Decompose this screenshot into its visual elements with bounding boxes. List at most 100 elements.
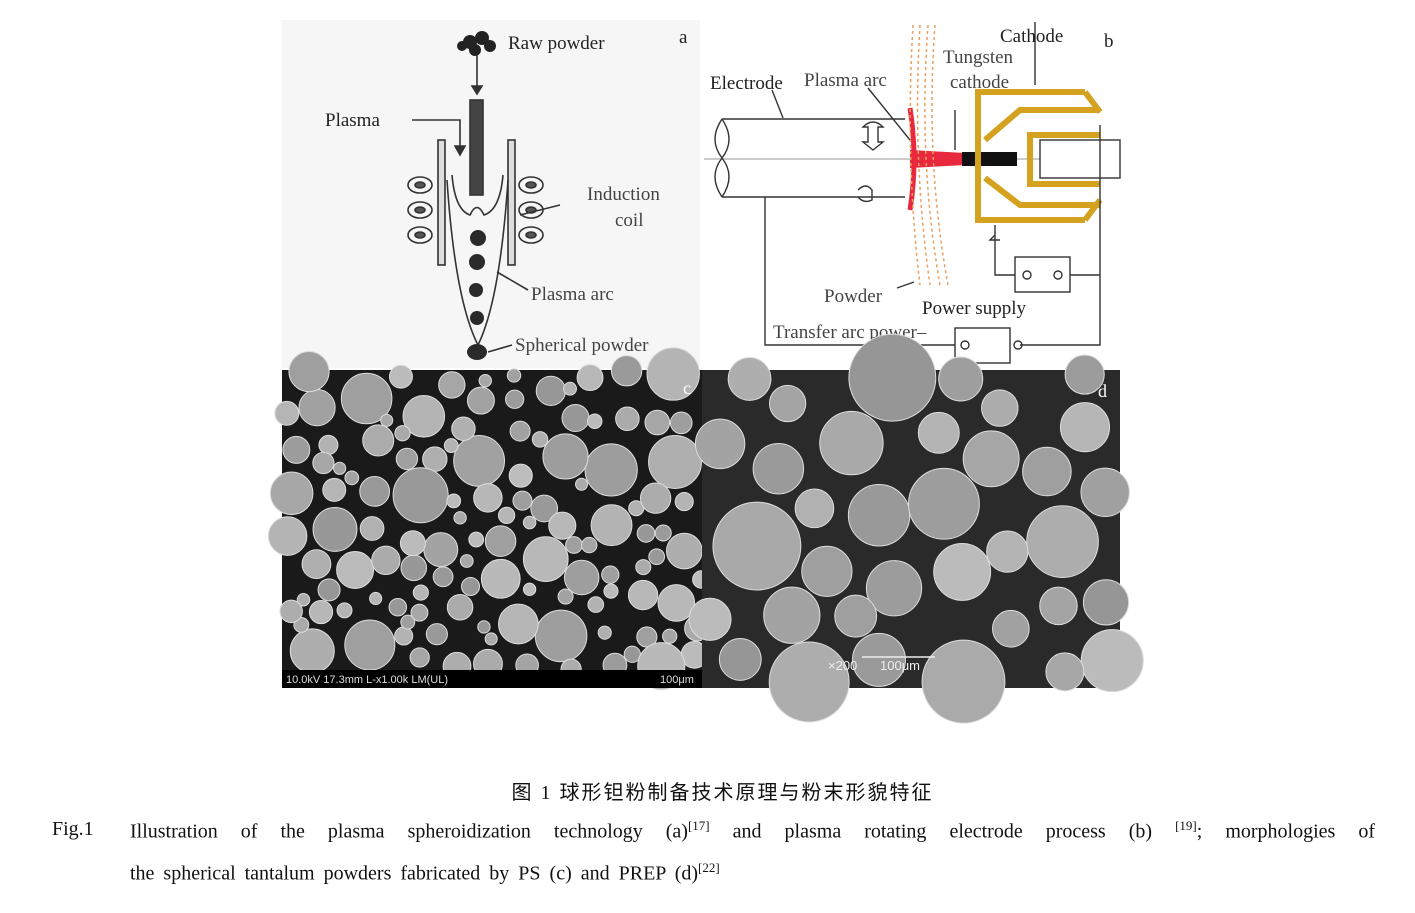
powder-sphere: [763, 586, 821, 644]
powder-sphere: [425, 623, 448, 646]
powder-sphere: [344, 619, 396, 671]
label-plasma: Plasma: [325, 110, 380, 131]
powder-sphere: [627, 579, 659, 611]
caption-text: Illustration of the plasma spheroidizati…: [130, 820, 688, 843]
powder-sphere: [597, 625, 612, 640]
powder-sphere: [646, 347, 700, 401]
powder-sphere: [289, 628, 335, 674]
powder-sphere: [933, 542, 992, 601]
powder-sphere: [522, 536, 569, 582]
powder-sphere: [484, 632, 498, 646]
caption-chinese: 图 1 球形钽粉制备技术原理与粉末形貌特征: [511, 782, 934, 804]
powder-sphere: [399, 530, 426, 557]
powder-sphere: [451, 416, 476, 441]
powder-sphere: [615, 406, 640, 432]
powder-sphere: [648, 548, 666, 566]
powder-sphere: [847, 484, 911, 547]
powder-sphere: [394, 626, 414, 646]
raw-powder-icon: [457, 31, 496, 56]
scale-bar-label-d: 100μm: [880, 658, 920, 673]
electrode-rod: [722, 118, 905, 198]
citation-19: [19]: [1175, 818, 1197, 833]
powder-sphere: [718, 637, 762, 681]
label-plasma-arc: Plasma arc: [531, 284, 614, 305]
powder-sphere: [1045, 652, 1085, 692]
tungsten-cathode: [962, 152, 1017, 166]
powder-sphere: [644, 409, 671, 436]
label-tungsten: Tungsten: [943, 47, 1014, 68]
powder-sphere: [359, 516, 385, 541]
label-coil: coil: [615, 210, 644, 231]
powder-sphere: [727, 357, 772, 401]
powder-sphere: [344, 470, 360, 486]
powder-sphere: [557, 588, 574, 605]
powder-sphere: [336, 551, 375, 589]
powder-sphere: [279, 599, 303, 624]
powder-sphere: [590, 504, 633, 547]
powder-spray: [909, 24, 949, 286]
label-power-supply: Power supply: [922, 298, 1026, 319]
powder-sphere: [409, 647, 430, 668]
powder-sphere: [908, 467, 980, 540]
rotation-arrow-icon: [861, 121, 885, 151]
induction-coil-icon: [407, 176, 544, 244]
powder-sphere: [639, 482, 672, 514]
powder-sphere: [293, 616, 310, 633]
powder-sphere: [400, 614, 416, 630]
powder-sphere: [359, 476, 391, 507]
powder-sphere: [478, 373, 492, 388]
powder-sphere: [938, 356, 984, 402]
powder-sphere: [477, 620, 491, 634]
powder-sphere: [388, 364, 413, 389]
powder-sphere: [603, 583, 619, 599]
powder-sphere: [768, 641, 850, 723]
powder-sphere: [636, 524, 656, 543]
powder-sphere: [981, 389, 1019, 427]
panel-letter-c: c: [683, 378, 691, 398]
powder-sphere: [542, 433, 589, 480]
powder-sphere: [654, 524, 672, 542]
powder-sphere: [584, 443, 638, 497]
powder-sphere: [509, 420, 531, 442]
panel-a-diagram: [282, 20, 700, 368]
powder-sphere: [865, 560, 923, 617]
powder-sphere: [794, 488, 835, 529]
powder-sphere: [446, 593, 474, 621]
powder-sphere: [432, 566, 454, 588]
powder-sphere: [505, 389, 525, 409]
powder-sphere: [635, 559, 652, 576]
powder-sphere: [333, 461, 347, 475]
powder-sphere: [402, 394, 446, 438]
powder-sphere: [392, 467, 449, 524]
powder-sphere: [336, 602, 353, 619]
panel-b-diagram: [704, 22, 1121, 364]
powder-sphere: [459, 554, 474, 568]
powder-sphere: [587, 413, 603, 429]
powder-sphere: [298, 389, 336, 427]
powder-sphere: [522, 515, 537, 530]
powder-sphere: [480, 558, 521, 599]
powder-sphere: [395, 447, 419, 471]
powder-sphere: [498, 603, 539, 645]
panel-letter-b: b: [1104, 31, 1114, 52]
caption-line-1: Illustration of the plasma spheroidizati…: [130, 818, 1375, 844]
label-plasma-arc-b: Plasma arc: [804, 70, 887, 91]
powder-sphere: [340, 372, 393, 425]
sem-particles-d: [688, 333, 1144, 724]
powder-sphere: [576, 364, 604, 392]
powder-sphere: [388, 597, 408, 617]
powder-sphere: [917, 411, 960, 454]
powder-sphere: [446, 493, 462, 509]
scale-bar-label-c: 100μm: [660, 674, 694, 686]
panel-c-sem-image: 10.0kV 17.3mm L-x1.00k LM(UL) 100μm c: [267, 347, 711, 691]
label-cathode: Cathode: [1000, 26, 1063, 47]
powder-sphere: [497, 506, 516, 525]
powder-sphere: [531, 431, 549, 448]
powder-sphere: [508, 463, 533, 488]
caption-text: ; morphologies of: [1196, 820, 1375, 843]
panel-letter-d: d: [1098, 381, 1107, 401]
powder-sphere: [460, 577, 481, 597]
powder-sphere: [565, 536, 583, 554]
caption-line-2: the spherical tantalum powders fabricate…: [130, 860, 720, 886]
